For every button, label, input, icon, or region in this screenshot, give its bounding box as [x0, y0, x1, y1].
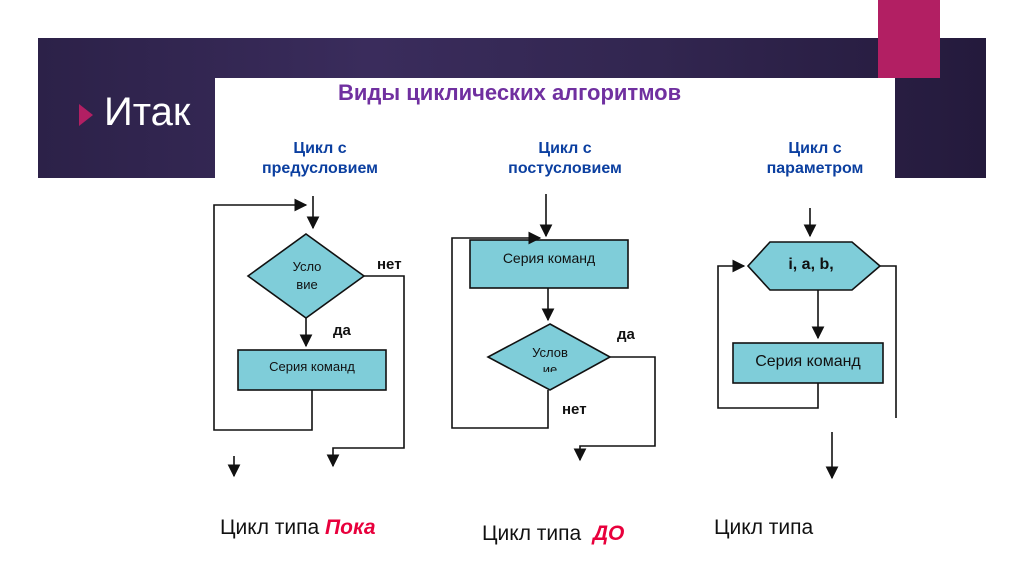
yes-label-2: да — [617, 326, 635, 343]
condition-label-1: Усло вие — [292, 259, 322, 292]
caption-while-emphasis: Пока — [325, 516, 376, 539]
slide-heading: Итак — [104, 90, 191, 134]
body-box — [732, 342, 884, 384]
body-box — [469, 239, 629, 289]
header-postcondition: Цикл с постусловием — [508, 140, 622, 177]
caption-do-emphasis: ДО — [592, 522, 625, 545]
content-panel — [215, 78, 895, 178]
flowchart-parameter — [717, 208, 897, 480]
body-label-2: Серия команд — [502, 250, 596, 266]
flowchart-precondition — [213, 196, 405, 478]
no-label-2: нет — [562, 401, 587, 418]
condition-label-2: Услов ие — [532, 345, 568, 372]
flowchart-postcondition — [451, 194, 656, 462]
bullet-arrow-icon — [79, 104, 93, 126]
accent-bar — [878, 0, 940, 78]
header-parameter: Цикл с параметром — [766, 140, 864, 177]
header-precondition: Цикл с предусловием — [261, 140, 378, 177]
no-label-1: нет — [377, 256, 402, 273]
body-box — [237, 349, 387, 391]
parameter-hexagon — [746, 241, 882, 291]
condition-diamond — [486, 323, 612, 391]
parameter-label: i, a, b, — [788, 256, 834, 273]
body-label-1: Серия команд — [269, 359, 355, 374]
diagram-title: Виды циклических алгоритмов — [338, 80, 682, 105]
caption-while: Цикл типа Пока — [220, 516, 376, 539]
caption-do: Цикл типа ДО — [482, 522, 625, 545]
yes-label-1: да — [333, 322, 351, 339]
caption-for: Цикл типа — [714, 516, 814, 539]
body-label-3: Серия команд — [755, 353, 861, 370]
